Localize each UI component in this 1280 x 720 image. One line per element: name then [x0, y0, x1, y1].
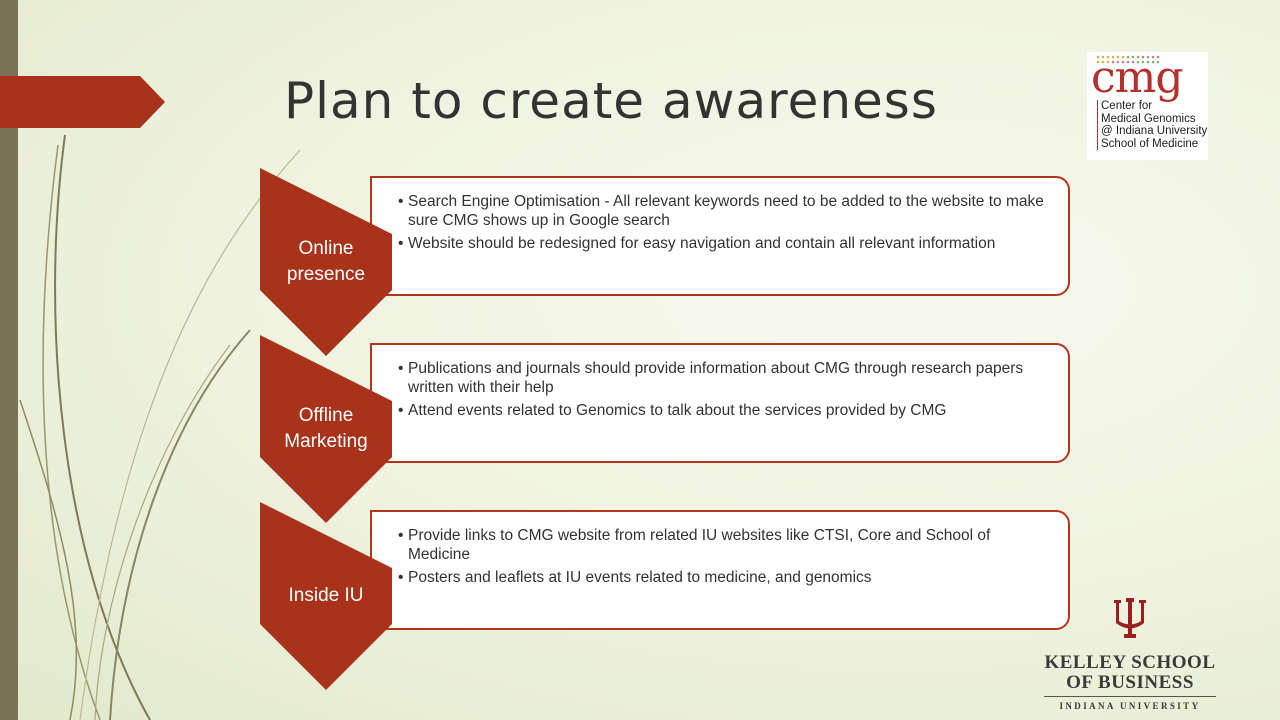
- kelley-school-logo: KELLEY SCHOOL OF BUSINESS INDIANA UNIVER…: [1040, 596, 1220, 720]
- section-inside-iu: Provide links to CMG website from relate…: [260, 502, 1072, 690]
- decorative-curves: [19, 134, 301, 720]
- section-online-presence: Search Engine Optimisation - All relevan…: [260, 168, 1072, 356]
- page-title: Plan to create awareness: [284, 72, 938, 130]
- cmg-tagline: Center for Medical Genomics @ Indiana Un…: [1097, 100, 1207, 150]
- section-card: Provide links to CMG website from relate…: [370, 510, 1070, 630]
- kelley-divider: [1044, 696, 1216, 697]
- section-label: Offline Marketing: [284, 405, 368, 452]
- kelley-line-3: INDIANA UNIVERSITY: [1059, 701, 1201, 711]
- bullet-list: Provide links to CMG website from relate…: [372, 512, 1068, 587]
- kelley-line-2: OF BUSINESS: [1066, 672, 1194, 693]
- chevron-shape: [260, 168, 392, 356]
- section-card: Search Engine Optimisation - All relevan…: [370, 176, 1070, 296]
- cmg-dot-pattern: [1096, 55, 1160, 64]
- bullet-item: Attend events related to Genomics to tal…: [398, 401, 1048, 420]
- bullet-item: Website should be redesigned for easy na…: [398, 234, 1048, 253]
- left-accent-bar: [0, 0, 18, 720]
- cmg-line-2: Medical Genomics: [1101, 112, 1196, 125]
- cmg-line-4: School of Medicine: [1101, 137, 1199, 150]
- section-label: Online presence: [286, 238, 366, 285]
- cmg-wordmark: cmg: [1091, 52, 1184, 103]
- bullet-item: Posters and leaflets at IU events relate…: [398, 568, 1048, 587]
- cmg-line-1: Center for: [1101, 100, 1153, 112]
- chevron-shape: [260, 502, 392, 690]
- section-label: Inside IU: [288, 585, 364, 606]
- bullet-list: Publications and journals should provide…: [372, 345, 1068, 420]
- bullet-item: Search Engine Optimisation - All relevan…: [398, 192, 1048, 230]
- cmg-line-3: @ Indiana University: [1101, 125, 1208, 137]
- bullet-item: Publications and journals should provide…: [398, 359, 1048, 397]
- bullet-item: Provide links to CMG website from relate…: [398, 526, 1048, 564]
- section-offline-marketing: Publications and journals should provide…: [260, 335, 1072, 523]
- section-card: Publications and journals should provide…: [370, 343, 1070, 463]
- kelley-line-1: KELLEY SCHOOL: [1044, 652, 1216, 673]
- iu-trident-icon: [1114, 598, 1146, 638]
- chevron-shape: [260, 335, 392, 523]
- title-accent-tab: [0, 76, 165, 128]
- cmg-logo: cmg Center for Medical Genomics @ Indian…: [1087, 52, 1208, 160]
- bullet-list: Search Engine Optimisation - All relevan…: [372, 178, 1068, 253]
